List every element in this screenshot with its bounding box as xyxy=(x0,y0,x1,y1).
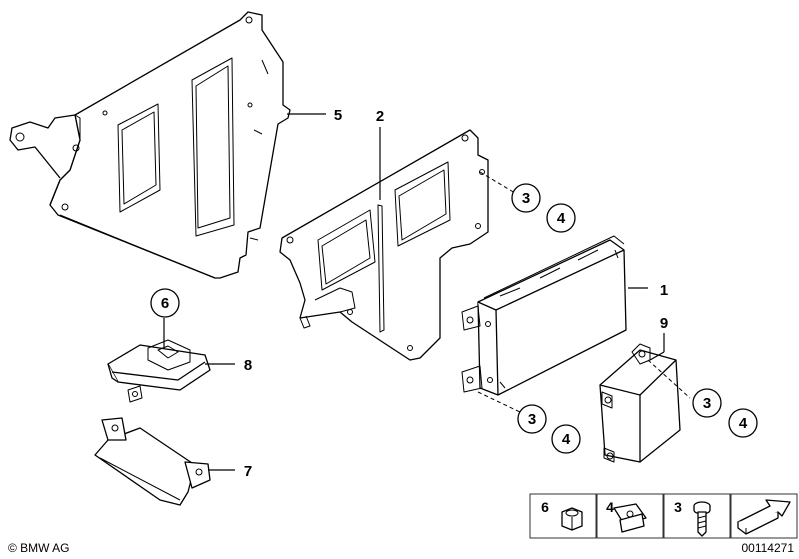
callout-8: 8 xyxy=(244,357,252,374)
callout-5: 5 xyxy=(334,107,342,124)
bracket-part-2 xyxy=(279,129,489,361)
callout-5-label: 5 xyxy=(334,107,342,124)
legend-label-4: 4 xyxy=(606,499,614,515)
copyright-text: © BMW AG xyxy=(8,541,70,555)
callout-7-label: 7 xyxy=(244,463,252,480)
callout-8-label: 8 xyxy=(244,357,252,374)
circled-callout-3b-label: 3 xyxy=(528,411,536,428)
legend-item-screw: 3 xyxy=(674,499,711,537)
circled-callout-3c-label: 3 xyxy=(703,395,711,412)
tray-part-7 xyxy=(94,417,211,506)
circled-callout-4c-label: 4 xyxy=(739,415,748,432)
spring-clip-icon xyxy=(613,503,647,533)
circled-callout-3a-label: 3 xyxy=(522,190,530,207)
callout-9-label: 9 xyxy=(660,315,668,332)
diagram-number: 00114271 xyxy=(742,541,795,555)
circled-callout-4a: 4 xyxy=(546,203,576,233)
module-part-9 xyxy=(599,343,681,463)
fastener-legend: 6 4 3 xyxy=(529,493,798,539)
unit-part-8 xyxy=(107,339,211,403)
circled-callout-4b-label: 4 xyxy=(562,431,571,448)
bracket-part-5 xyxy=(9,11,291,279)
control-unit-part-1 xyxy=(461,235,627,396)
circled-callout-4c: 4 xyxy=(728,408,758,438)
direction-arrow-icon xyxy=(737,499,791,535)
screw-icon xyxy=(693,501,711,537)
circled-callout-3a: 3 xyxy=(511,183,541,213)
circled-callout-3b: 3 xyxy=(517,404,547,434)
legend-item-nut: 6 xyxy=(541,499,583,531)
legend-label-3: 3 xyxy=(674,499,682,515)
circled-callout-6-label: 6 xyxy=(161,295,169,312)
callout-1-label: 1 xyxy=(660,282,668,299)
legend-label-6: 6 xyxy=(541,499,549,515)
circled-callout-4b: 4 xyxy=(551,424,581,454)
callout-2: 2 xyxy=(376,108,384,125)
leader-lines xyxy=(163,113,691,471)
hex-nut-icon xyxy=(561,507,583,531)
callout-1: 1 xyxy=(660,282,668,299)
callout-7: 7 xyxy=(244,463,252,480)
legend-item-clip: 4 xyxy=(606,499,647,533)
circled-callout-3c: 3 xyxy=(692,388,722,418)
circled-callout-6: 6 xyxy=(150,288,180,318)
callout-2-label: 2 xyxy=(376,108,384,125)
callout-9: 9 xyxy=(660,315,668,332)
circled-callout-4a-label: 4 xyxy=(557,210,566,227)
